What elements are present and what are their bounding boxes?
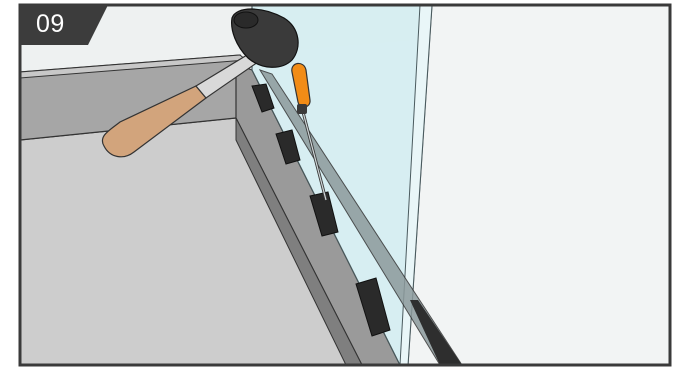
step-number: 09 (36, 9, 65, 39)
